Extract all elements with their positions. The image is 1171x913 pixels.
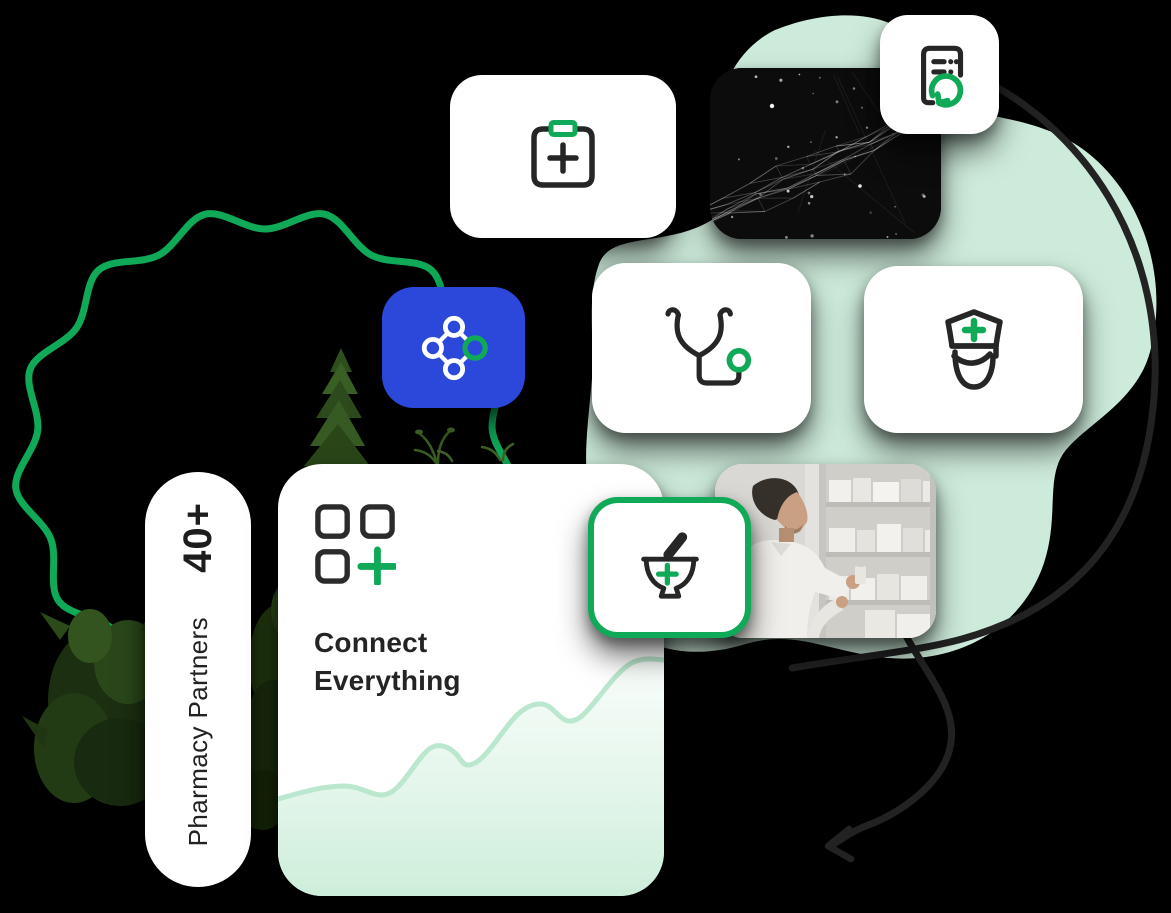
pine-tree [304,348,370,467]
stat-label: Pharmacy Partners [182,616,213,847]
arrowhead-icon [824,825,855,863]
curved-arrow-tail [827,632,956,850]
stat-value: 40+ [175,502,220,573]
tile-medical-kit [450,75,676,238]
curved-arrow [788,60,1159,863]
tile-stethoscope [592,263,811,433]
pharmacist-photo-image [715,464,936,638]
shelf-lines [823,502,936,605]
pharmacist-figure [735,478,866,638]
tile-mortar-pestle [588,497,751,638]
tile-prescription-refill [880,15,999,134]
medical-kit-plus-icon [531,119,595,188]
apps-add-icon [315,504,396,585]
connect-title-line1: Connect [314,627,428,658]
grass-tuft [436,442,515,463]
stat-card-pharmacy-partners: 40+ Pharmacy Partners [145,472,251,887]
stethoscope-icon [664,307,751,386]
tile-connected-nodes [382,287,525,408]
sprout [413,427,455,465]
nurse-cap-icon [944,308,1003,390]
mortar-pestle-icon [640,531,699,599]
tile-nurse [864,266,1083,433]
connected-nodes-icon [421,315,488,380]
prescription-refill-icon [920,45,963,108]
connect-card-title: Connect Everything [314,624,461,700]
connect-title-line2: Everything [314,665,461,696]
pharmacist-photo [715,464,936,638]
growth-wave-chart [278,656,664,896]
